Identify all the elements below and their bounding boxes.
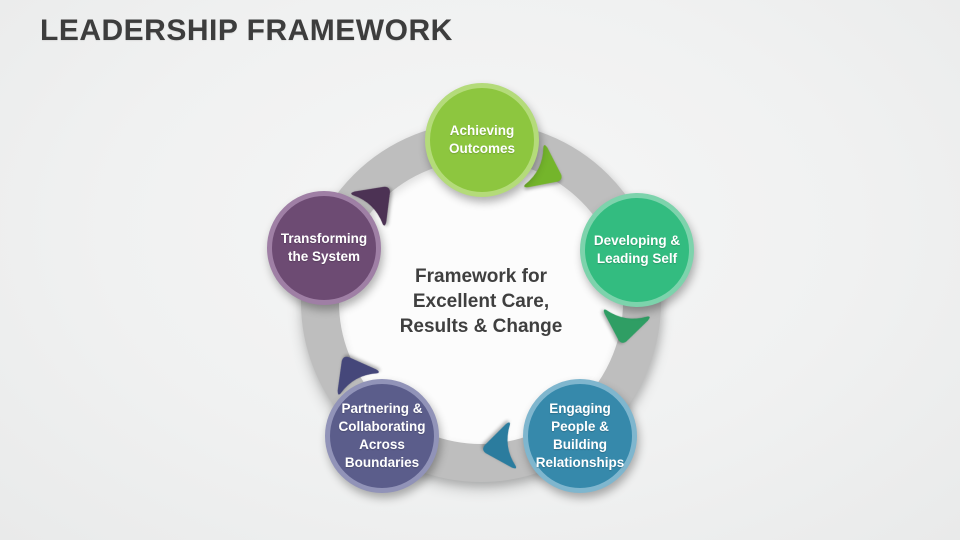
node-label: Developing & Leading Self [593,233,681,266]
node-label: Partnering & Collaborating Across Bounda… [338,401,426,470]
node-partnering-collaborating: Partnering & Collaborating Across Bounda… [325,379,439,493]
node-label: Achieving Outcomes [448,123,516,156]
node-label: Engaging People & Building Relationships [535,401,625,470]
node-transforming-system: Transforming the System [267,191,381,305]
slide-title: LEADERSHIP FRAMEWORK [40,14,453,47]
diagram-center-label: Framework for Excellent Care, Results & … [399,266,563,337]
node-achieving-outcomes: Achieving Outcomes [425,83,539,197]
node-label: Transforming the System [280,231,368,264]
node-engaging-people: Engaging People & Building Relationships [523,379,637,493]
node-developing-leading-self: Developing & Leading Self [580,193,694,307]
